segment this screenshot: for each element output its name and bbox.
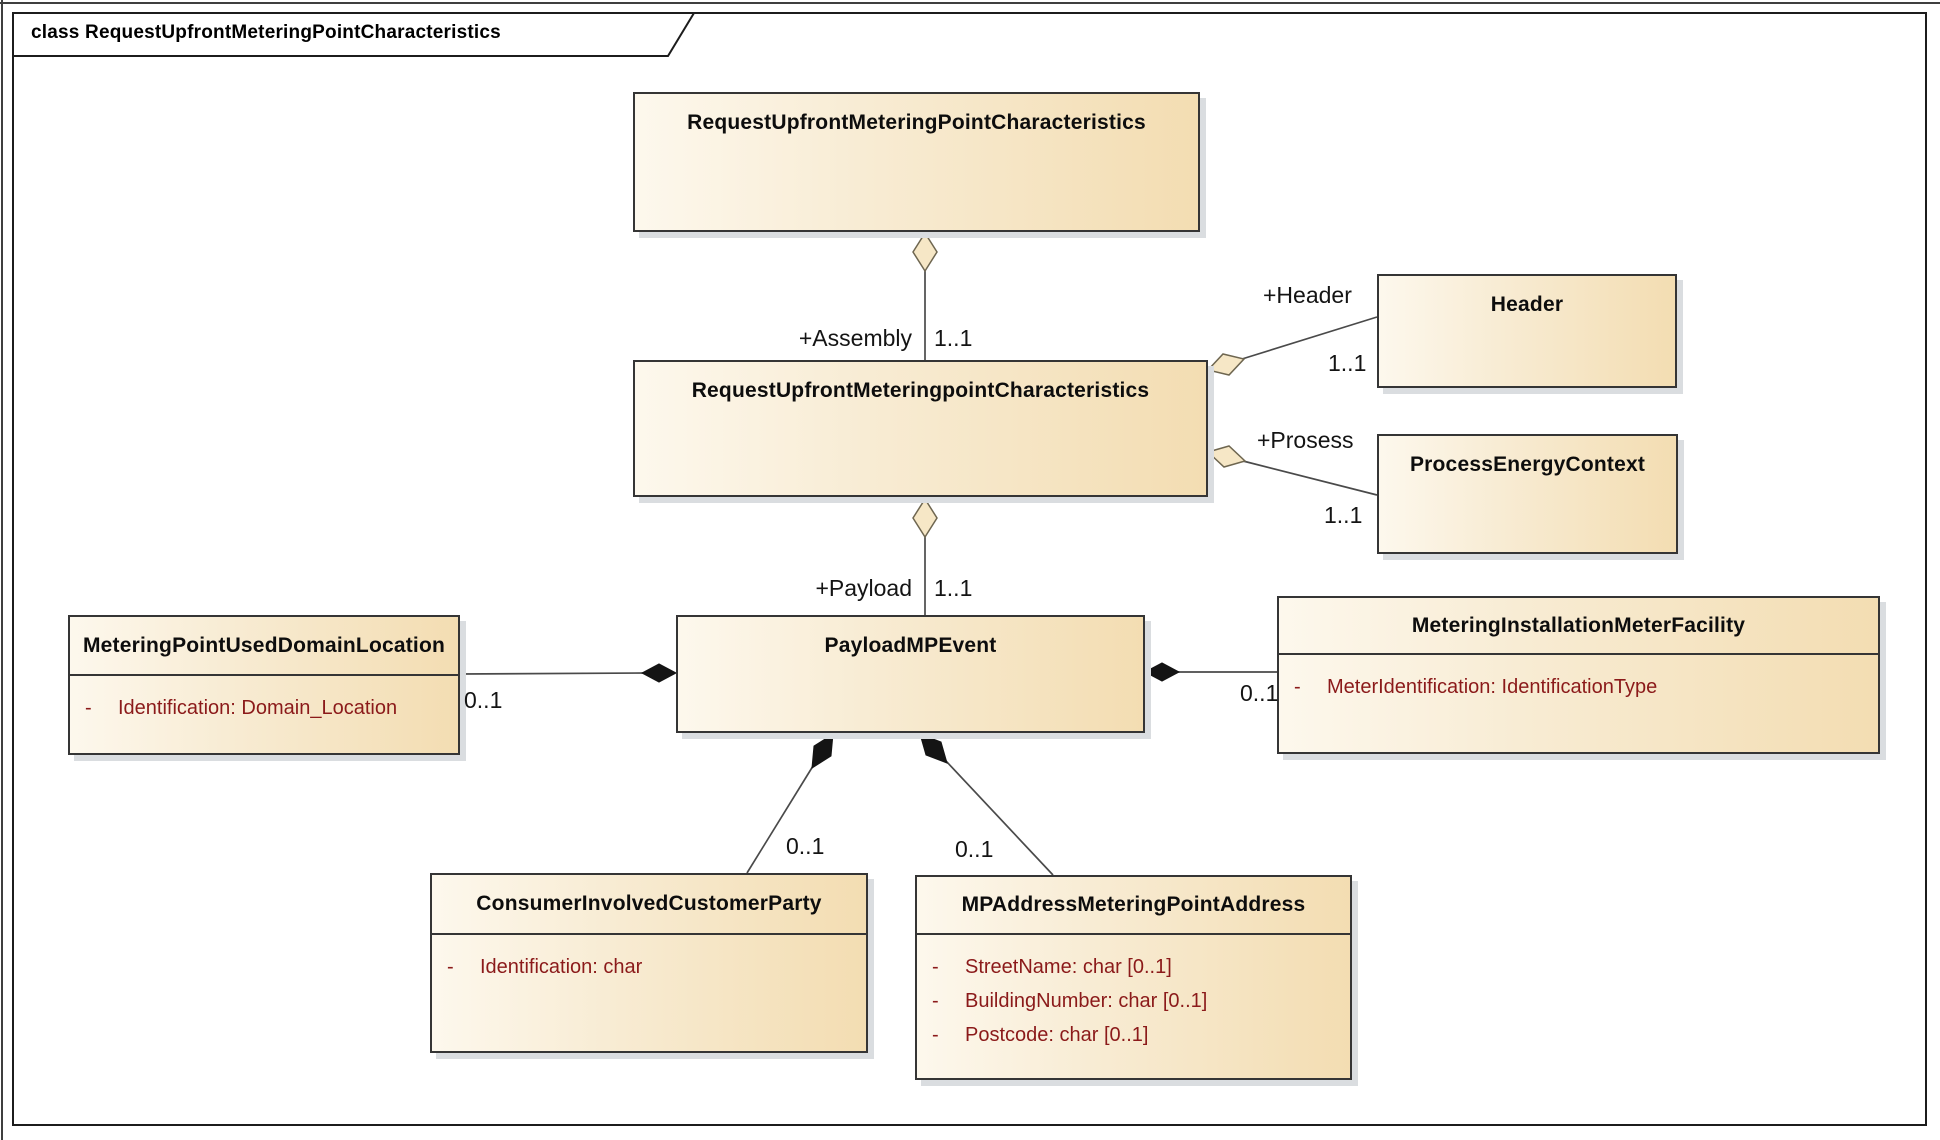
attribute-text: Identification: Domain_Location: [118, 697, 398, 719]
diagram-tab-title: class RequestUpfrontMeteringPointCharact…: [31, 22, 501, 43]
class-name: ProcessEnergyContext: [1409, 453, 1646, 476]
class-name: ConsumerInvolvedCustomerParty: [476, 892, 822, 915]
class-metering-point-used-domain-location[interactable]: MeteringPointUsedDomainLocation - Identi…: [68, 615, 460, 755]
connector-prosess-aggregation[interactable]: [1206, 445, 1378, 496]
class-request-upfront-metering-point-characteristics[interactable]: RequestUpfrontMeteringPointCharacteristi…: [633, 92, 1200, 232]
multiplicity-label-domain-location: 0..1: [464, 687, 503, 713]
connector-consumer-composition[interactable]: [746, 733, 834, 874]
class-name: MeteringInstallationMeterFacility: [1411, 613, 1746, 637]
attribute-row: - Identification: char: [447, 950, 860, 984]
class-mp-address-metering-point-address[interactable]: MPAddressMeteringPointAddress - StreetNa…: [915, 875, 1352, 1080]
attribute-text: Identification: char: [480, 956, 643, 978]
class-consumer-involved-customer-party[interactable]: ConsumerInvolvedCustomerParty - Identifi…: [430, 873, 868, 1053]
connector-header-aggregation[interactable]: [1206, 316, 1378, 376]
class-name: RequestUpfrontMeteringPointCharacteristi…: [687, 111, 1146, 134]
multiplicity-label-header: 1..1: [1328, 350, 1367, 376]
class-request-upfront-meteringpoint-characteristics[interactable]: RequestUpfrontMeteringpointCharacteristi…: [633, 360, 1208, 497]
attributes-compartment: - MeterIdentification: IdentificationTyp…: [1279, 655, 1878, 704]
visibility-marker: -: [932, 956, 939, 978]
visibility-marker: -: [447, 956, 454, 978]
multiplicity-label-assembly: 1..1: [934, 325, 973, 351]
attribute-row: - Identification: Domain_Location: [85, 691, 452, 725]
attribute-text: BuildingNumber: char [0..1]: [965, 990, 1208, 1012]
attribute-row: - StreetName: char [0..1]: [932, 950, 1344, 984]
class-metering-installation-meter-facility[interactable]: MeteringInstallationMeterFacility - Mete…: [1277, 596, 1880, 754]
role-label-assembly: +Assembly: [798, 325, 912, 351]
class-name: MPAddressMeteringPointAddress: [961, 893, 1306, 916]
role-label-prosess: +Prosess: [1257, 427, 1354, 453]
class-header[interactable]: Header: [1377, 274, 1677, 388]
visibility-marker: -: [932, 990, 939, 1012]
attribute-row: - MeterIdentification: IdentificationTyp…: [1294, 670, 1872, 704]
attribute-row: - Postcode: char [0..1]: [932, 1018, 1344, 1052]
attributes-compartment: - StreetName: char [0..1] - BuildingNumb…: [917, 935, 1350, 1052]
class-name: MeteringPointUsedDomainLocation: [82, 633, 446, 657]
attribute-text: MeterIdentification: IdentificationType: [1327, 676, 1658, 698]
multiplicity-label-consumer: 0..1: [786, 833, 825, 859]
class-name: RequestUpfrontMeteringpointCharacteristi…: [691, 379, 1150, 402]
class-payload-mp-event[interactable]: PayloadMPEvent: [676, 615, 1145, 733]
attribute-text: Postcode: char [0..1]: [965, 1024, 1149, 1046]
connector-mp-address-composition[interactable]: [919, 733, 1054, 876]
multiplicity-label-payload: 1..1: [934, 575, 973, 601]
class-name: Header: [1490, 293, 1564, 316]
visibility-marker: -: [932, 1024, 939, 1046]
role-label-header: +Header: [1263, 282, 1352, 308]
attribute-row: - BuildingNumber: char [0..1]: [932, 984, 1344, 1018]
connector-domain-location-composition[interactable]: [459, 663, 678, 683]
connector-assembly-aggregation[interactable]: [912, 231, 938, 360]
visibility-marker: -: [1294, 676, 1301, 698]
multiplicity-label-mp-address: 0..1: [955, 836, 994, 862]
attributes-compartment: - Identification: char: [432, 935, 866, 984]
attribute-text: StreetName: char [0..1]: [965, 956, 1172, 978]
multiplicity-label-meter-facility: 0..1: [1240, 680, 1279, 706]
connector-payload-aggregation[interactable]: [912, 497, 938, 615]
visibility-marker: -: [85, 697, 92, 719]
connector-meter-facility-composition[interactable]: [1143, 662, 1277, 682]
class-process-energy-context[interactable]: ProcessEnergyContext: [1377, 434, 1678, 554]
class-name: PayloadMPEvent: [824, 634, 997, 657]
attributes-compartment: - Identification: Domain_Location: [70, 676, 458, 725]
diagram-frame-tab: [12, 12, 696, 57]
multiplicity-label-prosess: 1..1: [1324, 502, 1363, 528]
role-label-payload: +Payload: [815, 575, 912, 601]
